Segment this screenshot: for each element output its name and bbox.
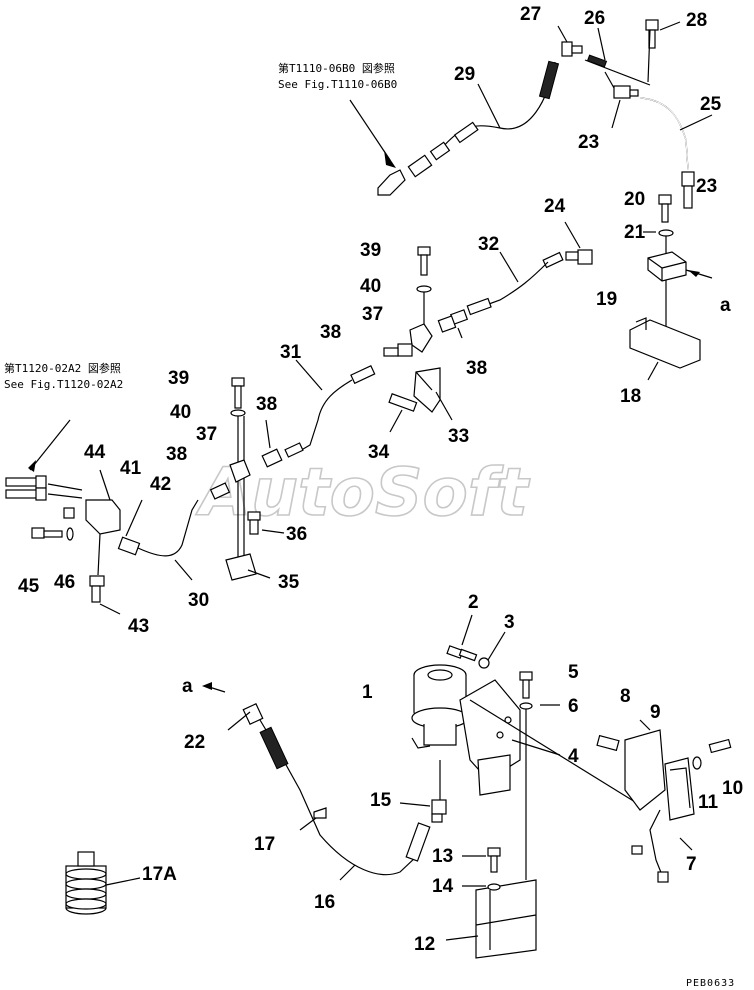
callout-17: 17 xyxy=(254,834,275,855)
callout-20: 20 xyxy=(624,189,645,210)
callout-39-left: 39 xyxy=(168,368,189,389)
callout-37-left: 37 xyxy=(196,424,217,445)
reference-left-line1: 第T1120-02A2 図参照 xyxy=(4,361,121,375)
callout-30: 30 xyxy=(188,590,209,611)
callout-15: 15 xyxy=(370,790,392,811)
top-hose-assembly xyxy=(349,19,713,209)
callout-40-mid: 40 xyxy=(360,276,381,297)
callout-38-mid: 38 xyxy=(320,322,341,343)
callout-6: 6 xyxy=(568,696,579,717)
callout-7: 7 xyxy=(686,854,697,875)
callout-3: 3 xyxy=(504,612,515,633)
callout-32: 32 xyxy=(478,234,499,255)
connector-a-left: a xyxy=(182,676,193,697)
fitting-23-top xyxy=(604,71,639,99)
callout-17A: 17A xyxy=(142,864,177,885)
valve-group-41 xyxy=(5,419,199,615)
callout-41: 41 xyxy=(120,458,142,479)
callout-33: 33 xyxy=(448,426,469,447)
reference-left-line2: See Fig.T1120-02A2 xyxy=(4,378,123,391)
callout-4: 4 xyxy=(568,746,579,767)
rubber-boot-17A xyxy=(65,851,141,915)
callout-27: 27 xyxy=(520,4,541,25)
callout-38-far-left: 38 xyxy=(166,444,187,465)
callout-34: 34 xyxy=(368,442,390,463)
callout-38-right: 38 xyxy=(466,358,487,379)
callout-45: 45 xyxy=(18,576,40,597)
bolt-28 xyxy=(645,19,659,49)
callout-22: 22 xyxy=(184,732,205,753)
callout-25: 25 xyxy=(700,94,722,115)
callout-42: 42 xyxy=(150,474,171,495)
callout-8: 8 xyxy=(620,686,631,707)
callout-11: 11 xyxy=(698,792,719,813)
callout-31: 31 xyxy=(280,342,302,363)
callout-5: 5 xyxy=(568,662,579,683)
callout-24: 24 xyxy=(544,196,566,217)
hose-31 xyxy=(261,359,376,468)
callout-10: 10 xyxy=(722,778,743,799)
bracket-assembly-18-19 xyxy=(629,194,713,381)
fitting-23-right xyxy=(681,171,695,209)
callout-38-left: 38 xyxy=(256,394,277,415)
callout-43: 43 xyxy=(128,616,149,637)
callout-36: 36 xyxy=(286,524,307,545)
callout-28: 28 xyxy=(686,10,707,31)
drawing-code: PEB0633 xyxy=(686,978,735,989)
callout-39-mid: 39 xyxy=(360,240,381,261)
callout-26: 26 xyxy=(584,8,605,29)
reference-top-line1: 第T1110-06B0 図参照 xyxy=(278,61,395,75)
hose-32 xyxy=(437,221,593,333)
callout-35: 35 xyxy=(278,572,300,593)
callout-40-left: 40 xyxy=(170,402,191,423)
callout-1: 1 xyxy=(362,682,373,703)
callout-29: 29 xyxy=(454,64,475,85)
callout-18: 18 xyxy=(620,386,641,407)
callout-19: 19 xyxy=(596,289,617,310)
callout-46: 46 xyxy=(54,572,75,593)
callout-13: 13 xyxy=(432,846,453,867)
callout-2: 2 xyxy=(468,592,479,613)
elbow-fitting-27 xyxy=(561,41,583,57)
clamp-assembly-37-33 xyxy=(383,246,463,433)
callout-37-mid: 37 xyxy=(362,304,383,325)
callout-9: 9 xyxy=(650,702,661,723)
reference-top-line2: See Fig.T1110-06B0 xyxy=(278,78,397,91)
callout-44: 44 xyxy=(84,442,106,463)
callout-16: 16 xyxy=(314,892,335,913)
callout-23-right: 23 xyxy=(696,176,717,197)
clamp-assembly-35-37 xyxy=(209,377,285,581)
callout-23-top: 23 xyxy=(578,132,599,153)
callout-12: 12 xyxy=(414,934,435,955)
connector-a-right: a xyxy=(720,295,731,316)
callout-21: 21 xyxy=(624,222,646,243)
air-dryer-assembly xyxy=(65,614,732,959)
callout-14: 14 xyxy=(432,876,454,897)
